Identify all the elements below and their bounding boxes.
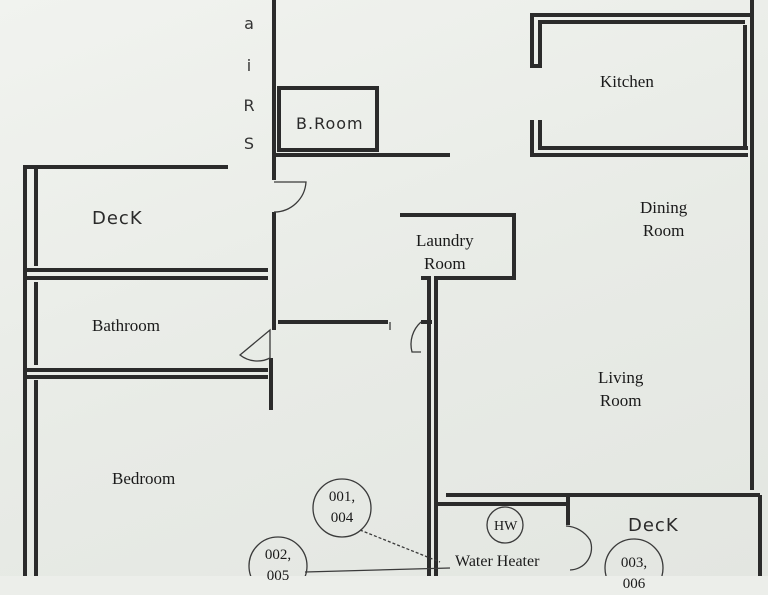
sample-tag-002-line2: 005 bbox=[266, 568, 290, 584]
floor-plan-diagram bbox=[0, 0, 768, 576]
sample-circle-001 bbox=[312, 478, 372, 538]
sample-tag-001-line1: 001, bbox=[328, 489, 356, 505]
dining-room-label: Dining Room bbox=[640, 196, 687, 242]
hw-label: HW bbox=[494, 519, 518, 534]
water-heater-label: Water Heater bbox=[455, 553, 540, 570]
broom-walls bbox=[277, 86, 379, 152]
sample-circle-002 bbox=[248, 536, 308, 576]
sample-tag-002: 002, 005 bbox=[256, 545, 300, 587]
laundry-walls bbox=[400, 213, 516, 576]
sample-tag-003-line1: 003, bbox=[620, 555, 648, 571]
bathroom-door bbox=[238, 328, 271, 362]
living-room-line1: Living bbox=[598, 368, 644, 387]
deck-left-wall bbox=[23, 165, 228, 576]
dining-room-line2: Room bbox=[642, 221, 685, 240]
broom-label: B.Room bbox=[296, 114, 364, 133]
kitchen-label: Kitchen bbox=[600, 72, 654, 91]
stairs-letter-4: S bbox=[243, 134, 255, 153]
living-room-label: Living Room bbox=[598, 366, 643, 412]
sample-circle-003 bbox=[604, 538, 664, 576]
laundry-room-label: Laundry Room bbox=[416, 229, 474, 275]
stairs-letter-2: i bbox=[246, 56, 252, 75]
deck-right-label: DecK bbox=[628, 515, 679, 536]
stairs-letter-3: R bbox=[243, 96, 255, 115]
sample-tag-002-line1: 002, bbox=[264, 547, 292, 563]
kitchen-walls bbox=[530, 0, 754, 68]
laundry-room-line1: Laundry bbox=[416, 231, 474, 250]
sample-tag-001: 001, 004 bbox=[320, 487, 364, 529]
laundry-door bbox=[389, 321, 422, 353]
hw-circle bbox=[486, 506, 524, 544]
water-heater-door bbox=[565, 525, 593, 571]
living-room-line2: Room bbox=[599, 391, 642, 410]
laundry-room-line2: Room bbox=[424, 254, 466, 273]
dining-room-line1: Dining bbox=[640, 198, 688, 217]
bathroom-label: Bathroom bbox=[92, 316, 160, 335]
sample-tag-001-line2: 004 bbox=[330, 510, 354, 526]
stairs-letter-1: a bbox=[244, 14, 254, 33]
deck-left-label: DecK bbox=[92, 208, 143, 229]
sample-tag-003: 003, 006 bbox=[612, 553, 656, 595]
hall-door-top bbox=[273, 181, 307, 213]
sample-tag-003-line2: 006 bbox=[622, 576, 646, 592]
bedroom-label: Bedroom bbox=[112, 469, 176, 488]
